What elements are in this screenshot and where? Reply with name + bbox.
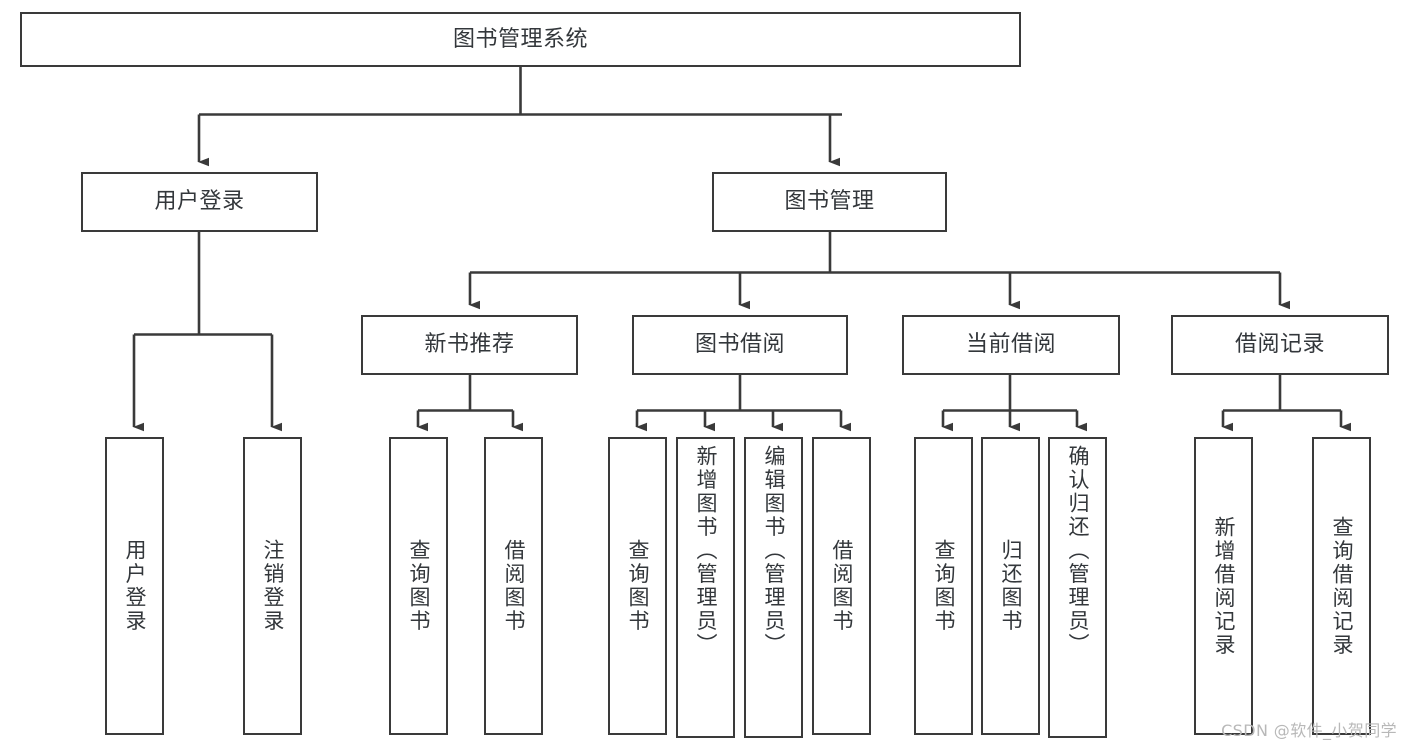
node-leaf-add-borrow-record[interactable]: 新增借阅记录 [1194, 437, 1253, 735]
node-leaf-logout[interactable]: 注销登录 [243, 437, 302, 735]
node-label: 新书推荐 [424, 332, 515, 358]
node-label: 图书管理 [784, 189, 875, 215]
node-book-manage[interactable]: 图书管理 [712, 172, 947, 232]
node-label: 查询图书 [626, 539, 650, 633]
node-label: 查询图书 [932, 539, 956, 633]
node-leaf-query-book-borrow[interactable]: 查询图书 [608, 437, 667, 735]
node-label: 注销登录 [261, 539, 285, 633]
node-leaf-confirm-return[interactable]: 确认归还（管理员） [1048, 437, 1107, 738]
node-current-borrow[interactable]: 当前借阅 [902, 315, 1120, 375]
node-label: 当前借阅 [965, 332, 1056, 358]
node-leaf-query-book-recommend[interactable]: 查询图书 [389, 437, 448, 735]
node-label: 归还图书 [999, 539, 1023, 633]
node-leaf-query-book-current[interactable]: 查询图书 [914, 437, 973, 735]
node-book-borrow[interactable]: 图书借阅 [632, 315, 848, 375]
node-label: 用户登录 [123, 539, 147, 633]
watermark-label: CSDN @软件_小贺同学 [1221, 721, 1397, 740]
node-label: 查询借阅记录 [1330, 515, 1354, 657]
node-leaf-borrow-book[interactable]: 借阅图书 [812, 437, 871, 735]
node-user-login[interactable]: 用户登录 [81, 172, 318, 232]
node-label: 新增图书（管理员） [694, 445, 718, 657]
node-leaf-user-login[interactable]: 用户登录 [105, 437, 164, 735]
node-label: 借阅记录 [1234, 332, 1325, 358]
node-borrow-record[interactable]: 借阅记录 [1171, 315, 1389, 375]
node-label: 用户登录 [154, 189, 245, 215]
node-leaf-borrow-book-recommend[interactable]: 借阅图书 [484, 437, 543, 735]
node-leaf-add-book[interactable]: 新增图书（管理员） [676, 437, 735, 738]
node-leaf-query-borrow-record[interactable]: 查询借阅记录 [1312, 437, 1371, 735]
node-label: 借阅图书 [830, 539, 854, 633]
node-new-book-recommend[interactable]: 新书推荐 [361, 315, 578, 375]
node-label: 编辑图书（管理员） [762, 445, 786, 657]
node-leaf-edit-book[interactable]: 编辑图书（管理员） [744, 437, 803, 738]
node-label: 查询图书 [407, 539, 431, 633]
node-leaf-return-book[interactable]: 归还图书 [981, 437, 1040, 735]
node-label: 借阅图书 [502, 539, 526, 633]
node-label: 图书管理系统 [452, 26, 588, 52]
node-label: 图书借阅 [694, 332, 785, 358]
node-label: 新增借阅记录 [1212, 515, 1236, 657]
node-label: 确认归还（管理员） [1066, 445, 1090, 657]
node-root-system[interactable]: 图书管理系统 [20, 12, 1021, 67]
